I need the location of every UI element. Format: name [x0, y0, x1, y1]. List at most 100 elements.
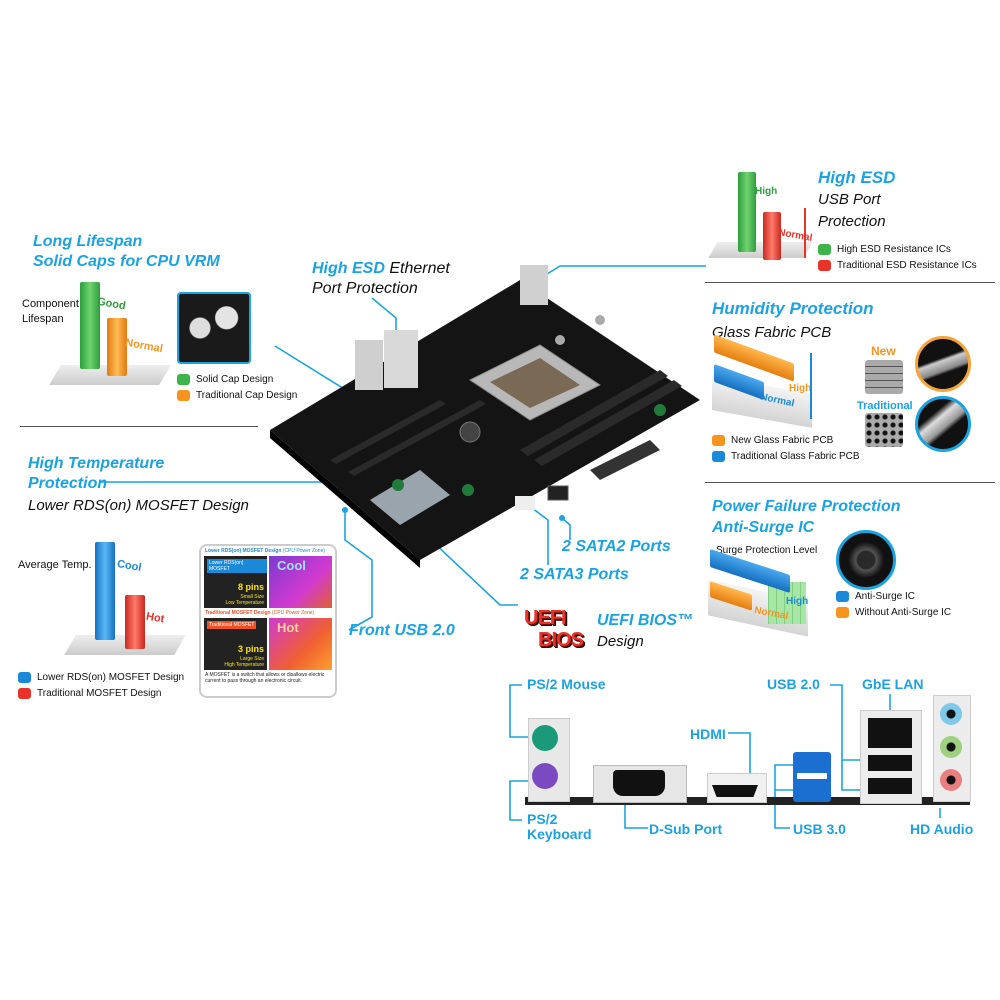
temperature-title: High Temperature Protection: [28, 454, 164, 494]
usb-esd-chart: High Normal: [708, 168, 813, 263]
inset-bottom-thermal: Hot: [269, 618, 332, 670]
lifespan-title-line1: Long Lifespan: [33, 233, 143, 250]
inset-bottom-tag: Traditional MOSFET: [207, 621, 257, 629]
bar-good: [80, 282, 100, 369]
bar-hot-label: Hot: [145, 610, 166, 626]
gbe-lan-port-icon: [868, 718, 912, 748]
note: Large Size: [240, 656, 264, 662]
mosfet-inset: Lower RDS(on) MOSFET Design (CPU Power Z…: [199, 544, 337, 698]
bar-cool: [95, 542, 115, 640]
inset-top-header: Lower RDS(on) MOSFET Design (CPU Power Z…: [201, 546, 335, 556]
gbe-lan-label: GbE LAN: [862, 676, 924, 692]
ethernet-esd-subtitle: Port Protection: [312, 280, 418, 297]
hd-audio-label: HD Audio: [910, 821, 974, 837]
bar-high-label: High: [755, 186, 778, 197]
bar-hot: [125, 595, 145, 649]
ethernet-esd-title-blue: High ESD: [312, 260, 385, 277]
ps2-keyboard-label: PS/2 Keyboard: [527, 812, 592, 842]
blue-swatch-icon: [712, 451, 725, 462]
bar-normal: [763, 212, 781, 260]
temperature-axis-label: Average Temp.: [18, 559, 92, 571]
anti-surge-chip-photo: [836, 530, 896, 590]
sample-traditional-label: Traditional: [857, 400, 913, 412]
dsub-port-icon: [613, 770, 665, 796]
legend-item: High ESD Resistance ICs: [818, 244, 977, 255]
bar-high-label: High: [786, 596, 809, 607]
uefi-subtitle: Design: [597, 633, 644, 650]
red-swatch-icon: [818, 260, 831, 271]
usb2-port-top-icon: [868, 755, 912, 771]
uefi-title: UEFI BIOS™: [597, 612, 694, 629]
usb-esd-title: High ESD USB Port Protection: [818, 167, 895, 233]
blue-swatch-icon: [18, 672, 31, 683]
bar-high-label: High: [789, 383, 812, 394]
uefi-logo-top: UEFI: [524, 607, 567, 629]
bar-normal: [107, 318, 127, 376]
traditional-fabric-swatch: [865, 413, 903, 447]
ps2-mouse-label: PS/2 Mouse: [527, 676, 606, 692]
bar-good-label: Good: [96, 295, 127, 313]
bar-normal-label: Normal: [124, 336, 164, 356]
ps2-mouse-port-icon: [532, 725, 558, 751]
green-swatch-icon: [818, 244, 831, 255]
usb-esd-legend: High ESD Resistance ICs Traditional ESD …: [818, 244, 977, 276]
inset-bottom-header-text: Traditional MOSFET Design: [205, 610, 271, 616]
temperature-chart: Cool Hot: [64, 540, 186, 660]
usb-esd-subtitle-1: USB Port: [818, 191, 881, 208]
bar-high: [738, 172, 756, 252]
humidity-title: Humidity Protection Glass Fabric PCB: [712, 297, 874, 345]
legend-item: Without Anti-Surge IC: [836, 607, 951, 618]
legend-item: Traditional ESD Resistance ICs: [818, 260, 977, 271]
legend-label: Solid Cap Design: [196, 374, 274, 385]
ps2-keyboard-line2: Keyboard: [527, 826, 592, 842]
humidity-legend: New Glass Fabric PCB Traditional Glass F…: [712, 435, 860, 467]
humidity-title-main: Humidity Protection: [712, 299, 874, 318]
inset-top-thermal: Cool: [269, 556, 332, 608]
surge-title: Power Failure Protection Anti-Surge IC: [712, 496, 900, 538]
inset-bottom-pins: 3 pins: [237, 644, 264, 654]
dsub-label: D-Sub Port: [649, 821, 723, 837]
audio-line-out-jack-icon: [940, 736, 962, 758]
inset-top-header-text: Lower RDS(on) MOSFET Design: [205, 548, 282, 554]
audio-mic-jack-icon: [940, 769, 962, 791]
legend-label: Traditional ESD Resistance ICs: [837, 260, 977, 271]
axis-label-line1: Component: [22, 298, 79, 310]
usb2-port-bottom-icon: [868, 778, 912, 794]
legend-item: Traditional MOSFET Design: [18, 688, 184, 699]
uefi-bios-logo: UEFI BIOS: [524, 607, 584, 659]
lifespan-axis-label: Component Lifespan: [22, 297, 79, 327]
inset-bottom-header-note: (CPU Power Zone): [271, 610, 315, 616]
temperature-title-line1: High Temperature: [28, 455, 165, 472]
lifespan-chart: Good Normal: [49, 280, 171, 390]
hdmi-label: HDMI: [690, 726, 726, 742]
orange-swatch-icon: [177, 390, 190, 401]
temperature-subtitle: Lower RDS(on) MOSFET Design: [28, 497, 249, 514]
inset-top-header-note: (CPU Power Zone): [282, 548, 326, 554]
inset-top-big-label: Cool: [277, 558, 306, 573]
legend-label: Traditional MOSFET Design: [37, 688, 162, 699]
legend-item: Solid Cap Design: [177, 374, 297, 385]
hdmi-port-icon: [712, 785, 758, 797]
usb-esd-title-main: High ESD: [818, 168, 896, 187]
axis-line: [810, 353, 812, 419]
surge-legend: Anti-Surge IC Without Anti-Surge IC: [836, 591, 951, 623]
legend-label: New Glass Fabric PCB: [731, 435, 834, 446]
legend-item: New Glass Fabric PCB: [712, 435, 860, 446]
usb3-label: USB 3.0: [793, 821, 846, 837]
divider: [20, 426, 258, 427]
lifespan-title: Long Lifespan Solid Caps for CPU VRM: [33, 232, 220, 272]
inset-bottom-header: Traditional MOSFET Design (CPU Power Zon…: [201, 608, 335, 618]
divider: [705, 282, 995, 283]
sample-new-label: New: [871, 344, 896, 358]
ethernet-esd-title-rest: Ethernet: [384, 260, 450, 277]
solid-cap-photo: [177, 292, 251, 364]
surge-title-line2: Anti-Surge IC: [712, 519, 815, 536]
front-usb-callout: Front USB 2.0: [349, 622, 455, 639]
temperature-legend: Lower RDS(on) MOSFET Design Traditional …: [18, 672, 184, 704]
axis-label-line2: Lifespan: [22, 313, 64, 325]
humidity-chart: High Normal: [712, 334, 812, 428]
usb3-divider: [797, 773, 827, 779]
new-fabric-zoom-circle: [915, 336, 971, 392]
green-swatch-icon: [177, 374, 190, 385]
bar-cool-label: Cool: [116, 557, 143, 575]
